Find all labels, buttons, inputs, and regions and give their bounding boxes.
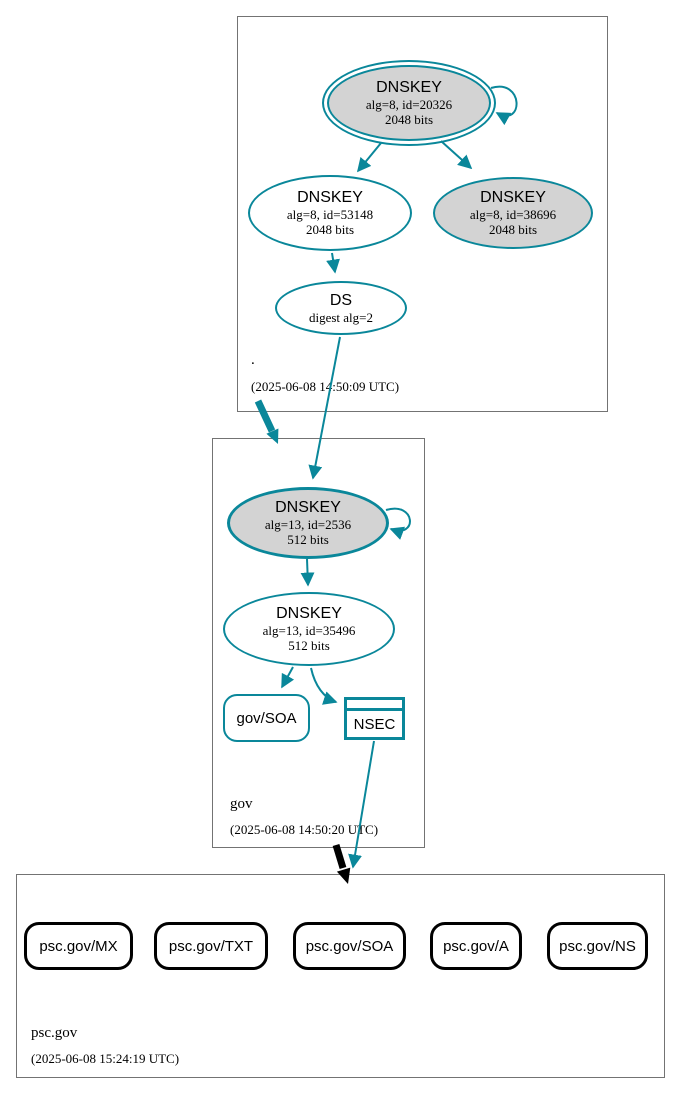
dnskey-2536-detail: alg=13, id=2536 <box>264 517 352 532</box>
dnskey-node-53148[interactable]: DNSKEY alg=8, id=53148 2048 bits <box>248 175 412 251</box>
dnskey-node-38696[interactable]: DNSKEY alg=8, id=38696 2048 bits <box>433 177 593 249</box>
zone-timestamp-psc-gov: (2025-06-08 15:24:19 UTC) <box>31 1051 180 1066</box>
nsec-label: NSEC <box>353 715 396 733</box>
dnskey-20326-detail: alg=8, id=20326 <box>365 97 453 112</box>
dnskey-node-2536[interactable]: DNSKEY alg=13, id=2536 512 bits <box>227 487 389 559</box>
zone-name-gov: gov <box>230 796 253 812</box>
dnskey-53148-bits: 2048 bits <box>305 222 355 237</box>
zone-timestamp-root: (2025-06-08 14:50:09 UTC) <box>251 379 400 394</box>
ds-detail: digest alg=2 <box>308 309 374 325</box>
dnskey-2536-title: DNSKEY <box>275 499 341 516</box>
dnskey-2536-bits: 512 bits <box>287 532 329 547</box>
rrset-gov-soa-label: gov/SOA <box>236 709 297 727</box>
dnskey-38696-detail: alg=8, id=38696 <box>469 207 557 222</box>
rrset-node-psc-gov-a[interactable]: psc.gov/A <box>430 922 522 970</box>
dnskey-node-35496[interactable]: DNSKEY alg=13, id=35496 512 bits <box>223 592 395 666</box>
rrset-node-psc-gov-soa[interactable]: psc.gov/SOA <box>293 922 406 970</box>
nsec-node[interactable]: NSEC <box>344 697 405 740</box>
rrset-psc-gov-mx-label: psc.gov/MX <box>39 937 118 955</box>
zone-name-psc-gov: psc.gov <box>31 1025 78 1041</box>
zone-timestamp-gov: (2025-06-08 14:50:20 UTC) <box>230 822 379 837</box>
rrset-node-gov-soa[interactable]: gov/SOA <box>223 694 310 742</box>
dnskey-35496-detail: alg=13, id=35496 <box>262 623 356 638</box>
zone-box-psc-gov <box>16 874 665 1078</box>
dnskey-53148-detail: alg=8, id=53148 <box>286 207 374 222</box>
zone-name-root: . <box>251 352 255 368</box>
rrset-psc-gov-a-label: psc.gov/A <box>443 937 509 955</box>
rrset-node-psc-gov-txt[interactable]: psc.gov/TXT <box>154 922 268 970</box>
dnskey-38696-bits: 2048 bits <box>488 222 538 237</box>
ds-title: DS <box>329 291 353 309</box>
dnskey-node-20326-inner: DNSKEY alg=8, id=20326 2048 bits <box>327 65 491 141</box>
rrset-psc-gov-soa-label: psc.gov/SOA <box>305 937 394 955</box>
dnskey-53148-title: DNSKEY <box>297 189 363 206</box>
dnskey-35496-title: DNSKEY <box>276 605 342 622</box>
edge-delegation-gov-psc-gov <box>332 843 347 870</box>
ds-node[interactable]: DS digest alg=2 <box>275 281 407 335</box>
dnskey-node-20326[interactable]: DNSKEY alg=8, id=20326 2048 bits <box>322 60 496 146</box>
nsec-header-cell <box>347 700 402 711</box>
rrset-node-psc-gov-mx[interactable]: psc.gov/MX <box>24 922 133 970</box>
dnskey-20326-bits: 2048 bits <box>384 112 434 127</box>
rrset-psc-gov-txt-label: psc.gov/TXT <box>168 937 254 955</box>
rrset-psc-gov-ns-label: psc.gov/NS <box>559 937 636 955</box>
rrset-node-psc-gov-ns[interactable]: psc.gov/NS <box>547 922 648 970</box>
dnskey-38696-title: DNSKEY <box>480 189 546 206</box>
dnskey-20326-title: DNSKEY <box>376 79 442 96</box>
dnskey-35496-bits: 512 bits <box>288 638 330 653</box>
